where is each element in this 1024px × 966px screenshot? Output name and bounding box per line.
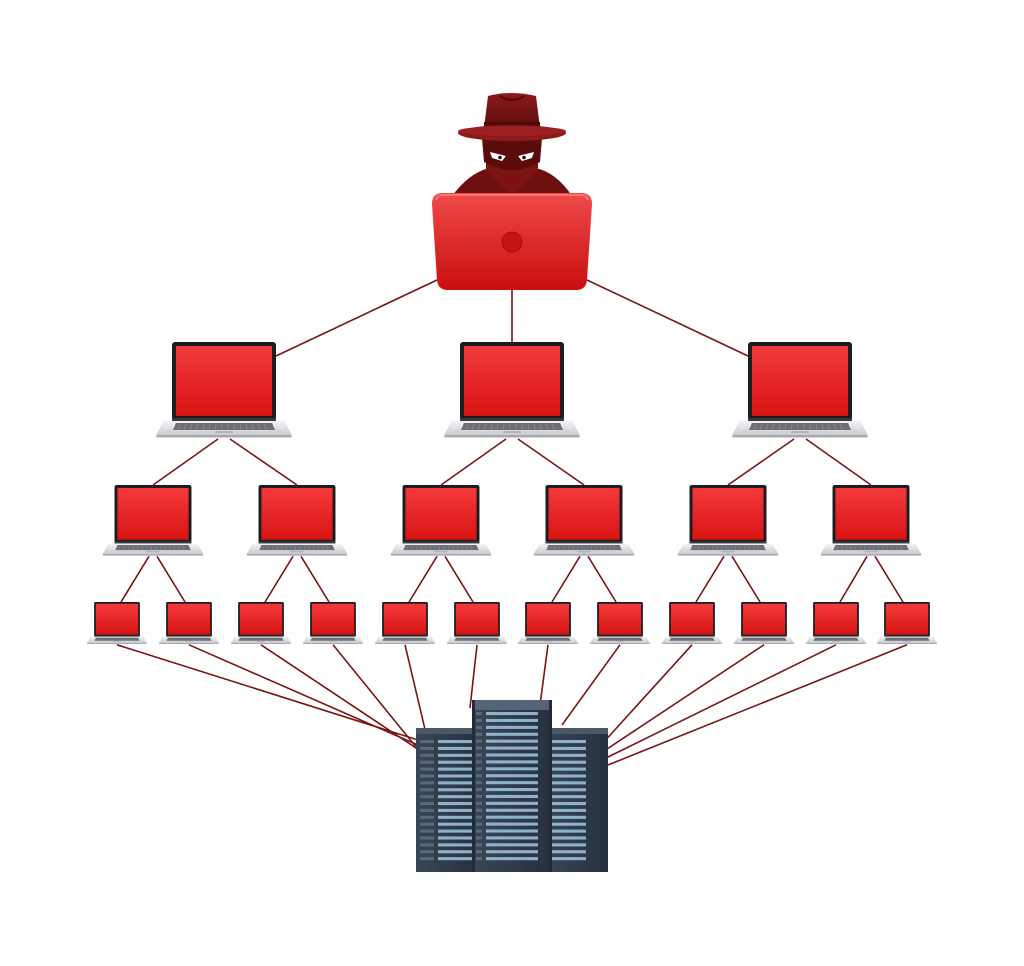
server-cabinet-right	[544, 728, 608, 872]
edge-l3-server	[607, 644, 908, 766]
edge-attacker-l1-right	[586, 279, 749, 357]
edge-l2-l3	[264, 555, 294, 603]
hacker-icon	[452, 93, 572, 196]
edge-l2-l3	[156, 555, 186, 603]
laptop-icon-l3-9	[662, 602, 722, 645]
laptop-icon-l3-1	[87, 602, 147, 645]
laptop-icon-l3-4	[303, 602, 363, 645]
laptop-icon-l3-2	[159, 602, 219, 645]
server-cabinet-left	[416, 728, 480, 872]
edge-l3-server	[260, 644, 423, 753]
edge-l2-l3	[300, 555, 330, 603]
edge-l2-l3	[587, 555, 617, 603]
laptop-icon-l3-12	[877, 602, 937, 645]
edge-l3-server	[188, 644, 421, 747]
edge-l2-l3	[731, 555, 761, 603]
laptop-icon-l3-11	[806, 602, 866, 645]
edge-l2-l3	[874, 555, 904, 603]
edge-l1-l2	[229, 438, 298, 486]
laptop-icon-l2-2	[246, 485, 348, 556]
edge-l2-l3	[408, 555, 438, 603]
edge-l1-l2	[440, 438, 507, 486]
laptop-icon-l2-5	[677, 485, 779, 556]
edge-l3-server	[116, 644, 419, 741]
edge-l3-server	[561, 644, 621, 726]
server-rack-icon	[416, 700, 608, 872]
laptop-icon-l2-3	[390, 485, 492, 556]
laptop-icon-l3-7	[518, 602, 578, 645]
laptop-icon-l2-6	[820, 485, 922, 556]
edge-l3-server	[332, 644, 426, 759]
laptop-icon-l3-10	[734, 602, 794, 645]
edge-l2-l3	[444, 555, 474, 603]
edge-l3-server	[404, 644, 429, 743]
edge-l3-server	[605, 644, 837, 759]
edge-l1-l2	[152, 438, 219, 486]
attacker-laptop-icon	[432, 193, 592, 290]
edge-l3-server	[603, 644, 765, 752]
laptop-icon-l1-3	[732, 342, 868, 438]
laptop-icon-l3-3	[231, 602, 291, 645]
edge-l3-server	[539, 644, 549, 706]
edge-l2-l3	[695, 555, 725, 603]
edge-l1-l2	[727, 438, 795, 486]
network-nodes	[87, 93, 937, 872]
edge-l3-server	[601, 644, 693, 745]
edge-l3-server	[469, 644, 478, 709]
edge-l2-l3	[120, 555, 150, 603]
laptop-icon-l3-5	[375, 602, 435, 645]
laptop-icon-l1-2	[444, 342, 580, 438]
edge-l1-l2	[517, 438, 585, 486]
connection-lines	[116, 279, 908, 766]
laptop-icon-l1-1	[156, 342, 292, 438]
edge-l2-l3	[551, 555, 581, 603]
edge-l1-l2	[805, 438, 872, 486]
laptop-icon-l3-6	[447, 602, 507, 645]
laptop-icon-l2-4	[533, 485, 635, 556]
server-cabinet-center	[472, 700, 552, 872]
edge-attacker-l1-left	[275, 279, 438, 357]
laptop-icon-l3-8	[590, 602, 650, 645]
edge-l2-l3	[839, 555, 868, 603]
laptop-icon-l2-1	[102, 485, 204, 556]
